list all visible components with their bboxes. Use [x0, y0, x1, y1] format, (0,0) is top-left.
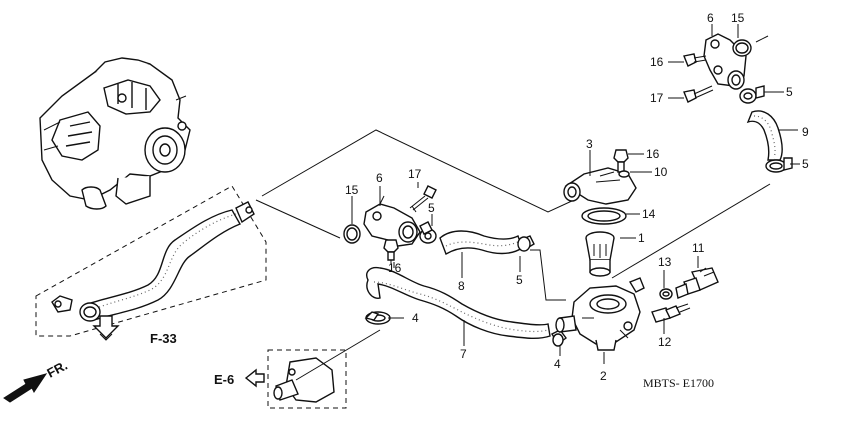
ref-f33: F-33: [150, 331, 177, 346]
bolt-16-cover: [613, 149, 629, 173]
callout-labels: 1 2 3 4 4 5 5 5 5 6 6 7 8 9 10 11 12 13 …: [345, 11, 809, 383]
hose-9: [746, 110, 783, 161]
callout-16-middle: 16: [388, 261, 402, 275]
water-housing-6-left: [363, 195, 421, 247]
front-label: FR.: [44, 358, 70, 381]
leader-15-right-arrow: [755, 35, 769, 43]
callout-14: 14: [642, 207, 656, 221]
washer-13: [659, 288, 673, 300]
hose-7: [366, 266, 551, 339]
diagram-code: MBTS- E1700: [643, 376, 714, 390]
callout-15-right: 15: [731, 11, 745, 25]
callout-12: 12: [658, 335, 672, 349]
callout-8: 8: [458, 279, 465, 293]
front-arrow-icon: [3, 373, 48, 403]
clamp-5-upper: [739, 85, 765, 104]
clamp-5-right: [765, 157, 793, 173]
ref-e6: E-6: [214, 372, 234, 387]
clamp-4-left: [364, 311, 391, 325]
callout-6-left: 6: [376, 171, 383, 185]
callout-16-cover: 16: [646, 147, 660, 161]
callout-leaders: [351, 24, 800, 364]
gasket-14: [581, 207, 627, 225]
callout-5-middle: 5: [428, 201, 435, 215]
callout-4-left: 4: [412, 311, 419, 325]
callout-3: 3: [586, 137, 593, 151]
callout-4-lower: 4: [554, 357, 561, 371]
callout-7: 7: [460, 347, 467, 361]
hose-8: [439, 230, 523, 256]
callout-17-middle: 17: [408, 167, 422, 181]
callout-11: 11: [692, 241, 705, 255]
callout-5-right: 5: [802, 157, 809, 171]
thermostat-housing-2: [555, 277, 645, 351]
leader-top-loop: [261, 129, 575, 213]
thermostat-1: [585, 231, 615, 277]
bolt-16-middle: [383, 239, 399, 264]
o-ring-15-left: [343, 224, 361, 244]
callout-1: 1: [638, 231, 645, 245]
f33-hose-group: [35, 185, 267, 341]
callout-17-right: 17: [650, 91, 664, 105]
bolt-16-right: [683, 53, 707, 67]
clamp-5-middle: [419, 221, 437, 244]
bolt-17-middle: [409, 185, 437, 213]
callout-5-upper: 5: [786, 85, 793, 99]
callout-10: 10: [654, 165, 668, 179]
callout-6-right: 6: [707, 11, 714, 25]
o-ring-15-right: [732, 39, 752, 57]
thermostat-cover-3: [563, 167, 637, 205]
callout-2: 2: [600, 369, 607, 383]
clamp-5-lower: [517, 235, 566, 301]
callout-9: 9: [802, 125, 809, 139]
callout-13: 13: [658, 255, 672, 269]
switch-12: [651, 303, 691, 323]
engine-illustration: [39, 57, 191, 210]
callout-15-left: 15: [345, 183, 359, 197]
callout-16-right: 16: [650, 55, 664, 69]
o-ring-10: [618, 170, 630, 178]
leader-upper-right: [611, 183, 771, 279]
callout-5-lower: 5: [516, 273, 523, 287]
leader-engine: [255, 199, 341, 239]
sensor-11: [675, 267, 719, 299]
bolt-17-right: [683, 85, 714, 103]
e6-part-group: [244, 329, 381, 409]
